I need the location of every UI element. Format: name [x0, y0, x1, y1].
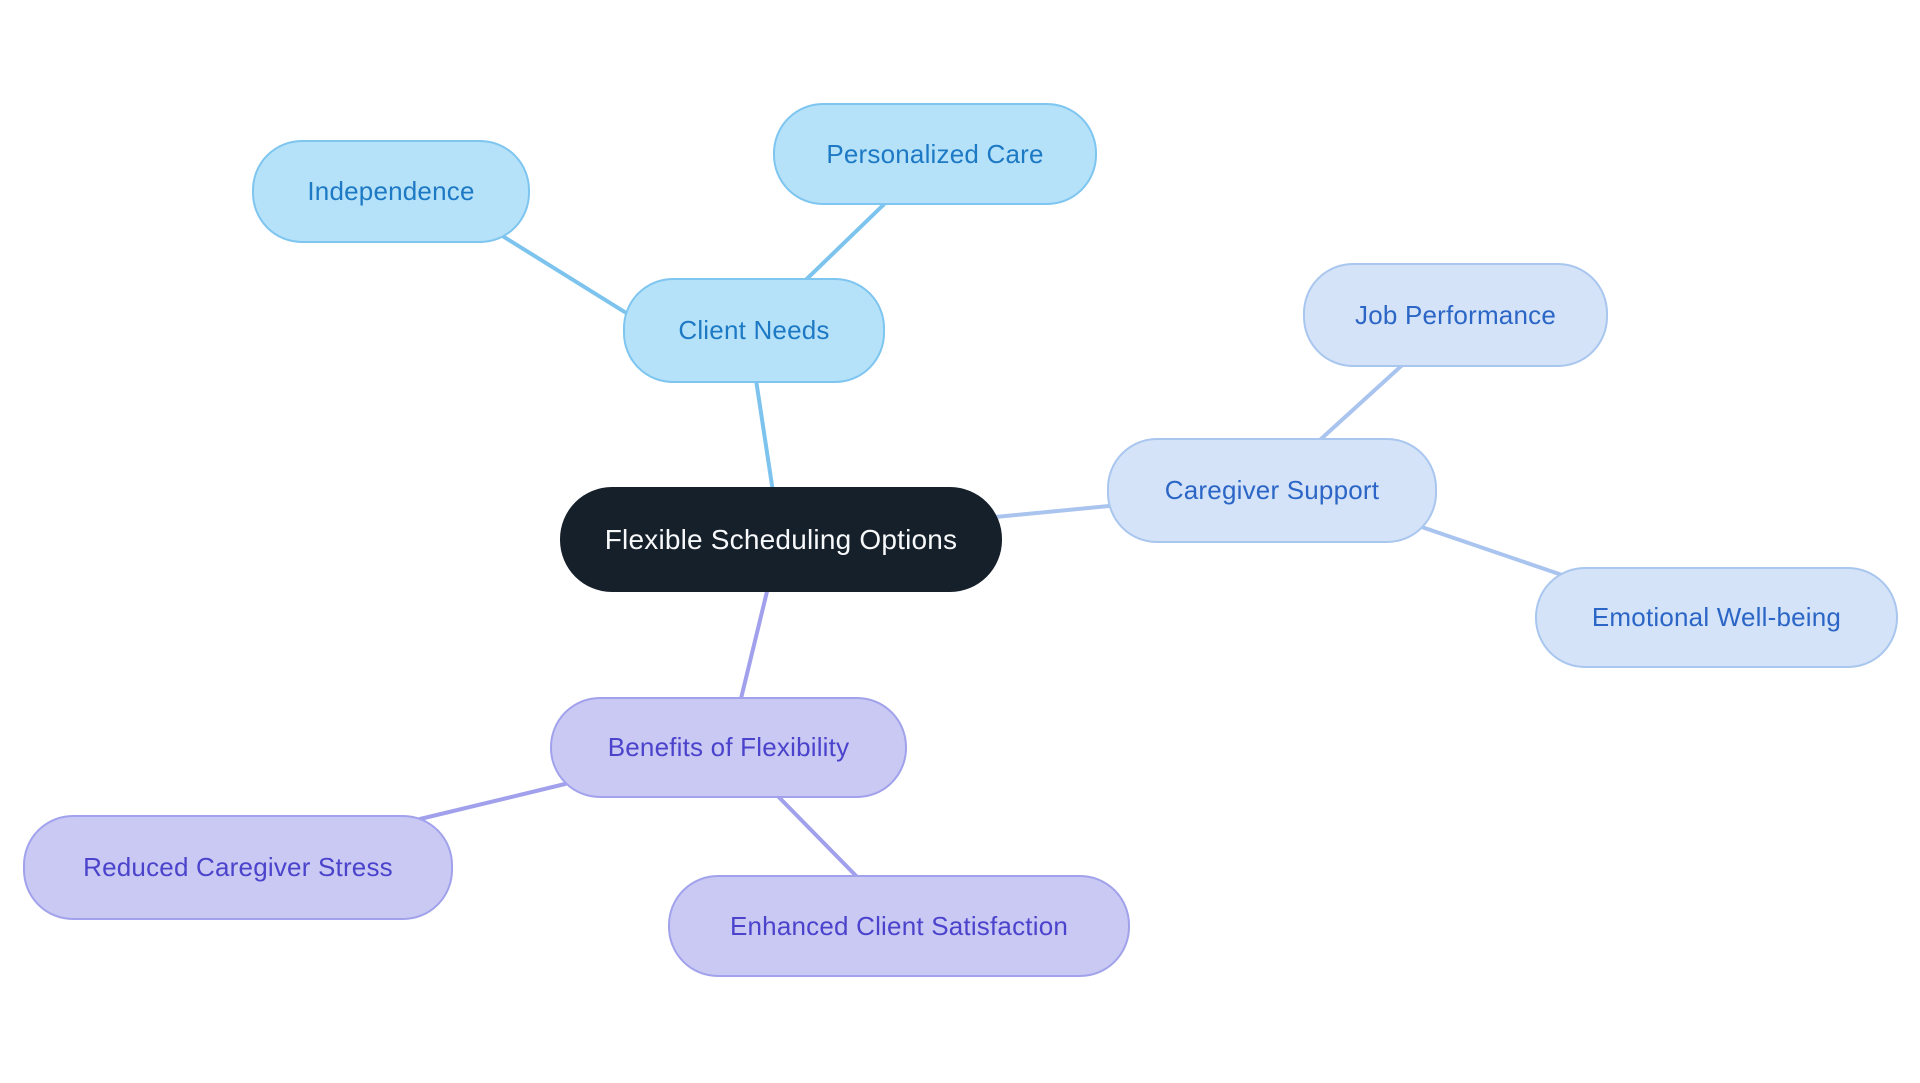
branch-node-label: Caregiver Support	[1164, 475, 1380, 505]
child-node-label: Reduced Caregiver Stress	[83, 852, 393, 882]
node-caregiver-support[interactable]: Caregiver Support	[1107, 438, 1437, 543]
node-emotional-well-being[interactable]: Emotional Well-being	[1535, 567, 1898, 668]
child-node-label: Job Performance	[1355, 299, 1556, 330]
edge-root-benefits-of-flexibility	[735, 573, 773, 717]
branch-node-label: Client Needs	[678, 315, 830, 345]
edge-benefits-reduced-caregiver-stress	[418, 782, 567, 821]
node-reduced-caregiver-stress[interactable]: Reduced Caregiver Stress	[23, 815, 453, 920]
child-node-label: Independence	[307, 176, 475, 206]
node-benefits-of-flexibility[interactable]: Benefits of Flexibility	[550, 697, 907, 798]
node-flexible-scheduling-options[interactable]: Flexible Scheduling Options	[560, 487, 1002, 592]
edge-caregiver-support-emotional-well-being	[1408, 521, 1567, 578]
edge-benefits-enhanced-client-satisfaction	[763, 781, 867, 887]
child-node-label: Enhanced Client Satisfaction	[729, 910, 1069, 941]
edge-caregiver-support-job-performance	[1308, 356, 1412, 451]
node-independence[interactable]: Independence	[252, 140, 530, 243]
root-node-label: Flexible Scheduling Options	[604, 523, 958, 555]
branch-node-label: Benefits of Flexibility	[607, 732, 850, 762]
node-job-performance[interactable]: Job Performance	[1303, 263, 1608, 367]
node-enhanced-client-satisfaction[interactable]: Enhanced Client Satisfaction	[668, 875, 1130, 977]
child-node-label: Emotional Well-being	[1591, 602, 1842, 632]
node-personalized-care[interactable]: Personalized Care	[773, 103, 1097, 205]
node-client-needs[interactable]: Client Needs	[623, 278, 885, 383]
child-node-label: Personalized Care	[826, 138, 1044, 169]
